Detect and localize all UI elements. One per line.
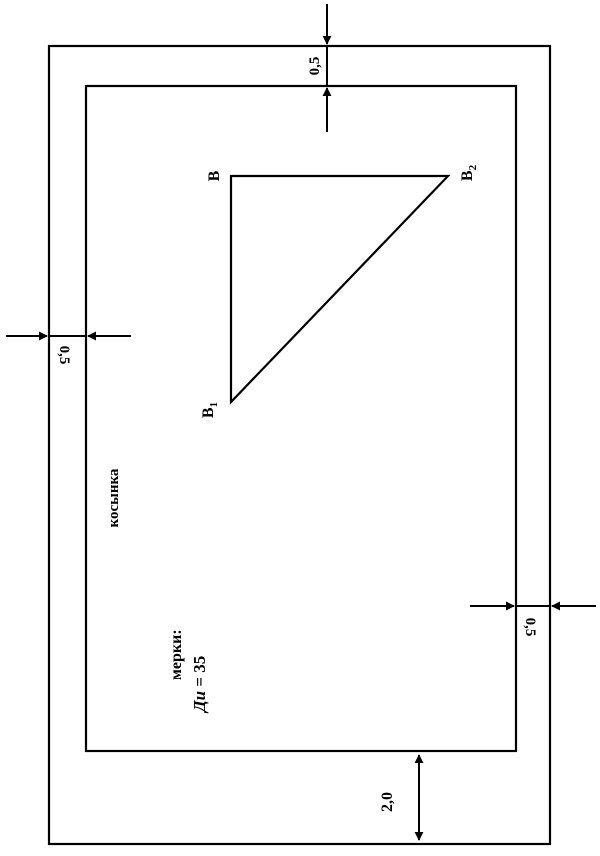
right-allowance-dimension: 0,5: [470, 601, 596, 637]
measure-di-value: Ди = 35: [190, 656, 209, 714]
vertex-label-b: B: [206, 170, 223, 181]
top-allowance-dimension: 0,5: [307, 4, 332, 132]
svg-text:B1: B1: [200, 402, 220, 418]
vertex-label-b1: B1: [200, 402, 220, 418]
outer-seam-allowance-outline: [47, 44, 552, 846]
measures-title: мерки:: [168, 629, 185, 680]
svg-text:Ди = 35: Ди = 35: [190, 656, 209, 714]
left-allowance-label: 0,5: [56, 346, 72, 365]
right-allowance-label: 0,5: [522, 618, 538, 637]
svg-text:B: B: [206, 170, 223, 181]
svg-text:мерки:: мерки:: [168, 629, 185, 680]
inner-pattern-outline: [84, 84, 518, 753]
top-allowance-label: 0,5: [307, 57, 323, 76]
piece-name-label: косынка: [106, 468, 122, 527]
bottom-allowance-dimension: 2,0: [379, 754, 424, 841]
vertex-label-b2: B2: [459, 164, 479, 181]
triangle-b-b1-b2: [229, 174, 451, 405]
svg-text:косынка: косынка: [106, 468, 122, 527]
svg-text:B2: B2: [459, 164, 479, 181]
left-allowance-dimension: 0,5: [6, 331, 131, 365]
bottom-allowance-label: 2,0: [379, 792, 396, 812]
